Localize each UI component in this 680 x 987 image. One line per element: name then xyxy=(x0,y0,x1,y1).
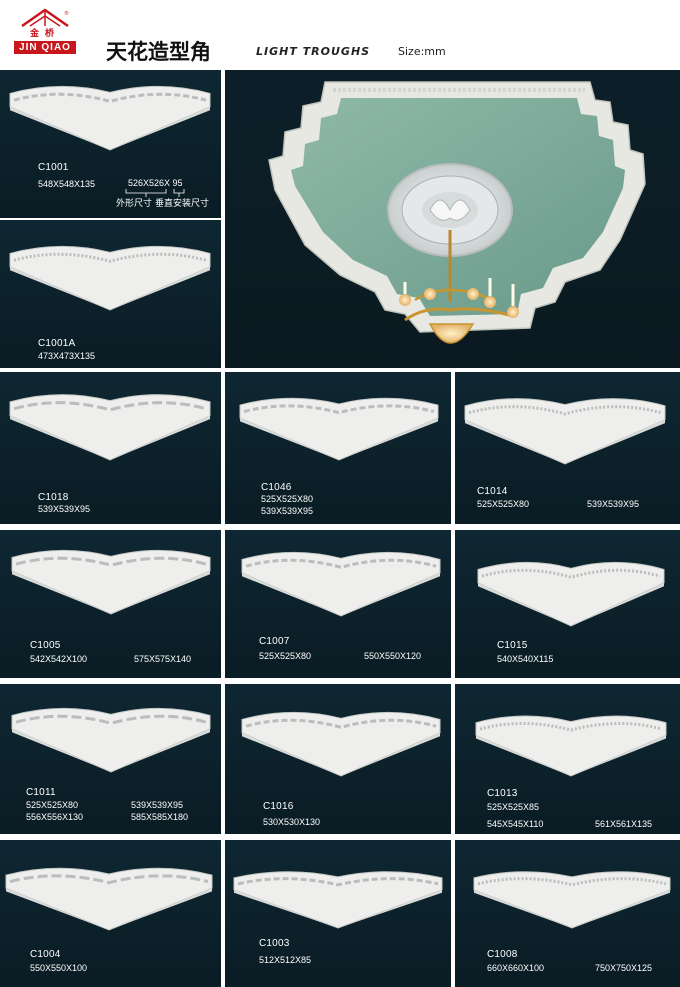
header: ® 金桥 JIN QIAO 天花造型角 LIGHT TROUGHS Size:m… xyxy=(0,0,680,70)
product-code: C1001A xyxy=(38,338,76,349)
size-unit-label: Size:mm xyxy=(398,45,446,58)
svg-text:®: ® xyxy=(64,10,69,17)
product-code: C1003 xyxy=(259,938,290,949)
product-dimension: 539X539X95 xyxy=(131,800,184,810)
legend-vertical-size: 垂直安装尺寸 xyxy=(155,199,210,209)
product-code: C1016 xyxy=(263,801,294,812)
product-dimension: 525X525X80 xyxy=(261,494,314,504)
moulding-corner-illustration xyxy=(233,871,443,929)
product-dimension: 545X545X110 xyxy=(487,819,544,829)
moulding-corner-illustration xyxy=(9,394,211,461)
product-dimension: 561X561X135 xyxy=(595,819,653,829)
installed-ceiling-photo xyxy=(225,70,680,368)
moulding-corner-illustration xyxy=(9,85,211,151)
moulding-corner-illustration xyxy=(11,549,211,615)
product-dimension: 473X473X135 xyxy=(38,351,96,361)
brand-logo: ® 金桥 JIN QIAO xyxy=(14,8,76,60)
brand-name-en: JIN QIAO xyxy=(14,41,76,54)
page-title-cn: 天花造型角 xyxy=(106,40,211,64)
product-code: C1018 xyxy=(38,492,69,503)
product-code: C1046 xyxy=(261,482,292,493)
brand-name-cn: 金桥 xyxy=(29,29,60,39)
product-code: C1004 xyxy=(30,949,61,960)
legend-outer-size: 外形尺寸 xyxy=(116,199,153,209)
product-dimension: 548X548X135 xyxy=(38,179,96,189)
product-code: C1008 xyxy=(487,949,518,960)
product-code: C1014 xyxy=(477,486,508,497)
moulding-corner-illustration xyxy=(239,397,439,461)
product-code: C1013 xyxy=(487,788,518,799)
product-code: C1005 xyxy=(30,640,61,651)
product-dimension: 542X542X100 xyxy=(30,654,88,664)
moulding-corner-illustration xyxy=(464,398,666,465)
legend-bracket xyxy=(125,189,185,197)
product-dimension: 530X530X130 xyxy=(263,817,321,827)
moulding-corner-illustration xyxy=(11,707,211,773)
product-dimension: 539X539X95 xyxy=(38,504,91,514)
product-dimension: 585X585X180 xyxy=(131,812,189,822)
moulding-corner-illustration xyxy=(241,711,441,777)
product-dimension: 539X539X95 xyxy=(587,499,640,509)
legend-sample-dimension: 526X526X 95 xyxy=(128,178,183,188)
moulding-corner-illustration xyxy=(5,867,213,931)
product-code: C1001 xyxy=(38,162,69,173)
product-dimension: 525X525X80 xyxy=(259,651,312,661)
moulding-corner-illustration xyxy=(241,551,441,617)
ceiling-illustration xyxy=(268,81,646,344)
product-dimension: 540X540X115 xyxy=(497,654,554,664)
product-code: C1011 xyxy=(26,787,56,798)
product-dimension: 550X550X120 xyxy=(364,651,422,661)
product-dimension: 539X539X95 xyxy=(261,506,314,516)
product-dimension: 525X525X80 xyxy=(26,800,79,810)
product-code: C1007 xyxy=(259,636,290,647)
product-dimension: 750X750X125 xyxy=(595,963,653,973)
product-dimension: 660X660X100 xyxy=(487,963,545,973)
moulding-corner-illustration xyxy=(477,561,665,627)
product-dimension: 556X556X130 xyxy=(26,812,84,822)
product-dimension: 550X550X100 xyxy=(30,963,88,973)
product-dimension: 525X525X80 xyxy=(477,499,530,509)
page-title-en: LIGHT TROUGHS xyxy=(256,45,371,58)
moulding-corner-illustration xyxy=(9,245,211,311)
bridge-icon: ® xyxy=(21,8,69,28)
product-dimension: 512X512X85 xyxy=(259,955,312,965)
product-code: C1015 xyxy=(497,640,528,651)
product-dimension: 575X575X140 xyxy=(134,654,192,664)
moulding-corner-illustration xyxy=(473,871,671,929)
product-dimension: 525X525X85 xyxy=(487,802,540,812)
moulding-corner-illustration xyxy=(475,715,667,777)
